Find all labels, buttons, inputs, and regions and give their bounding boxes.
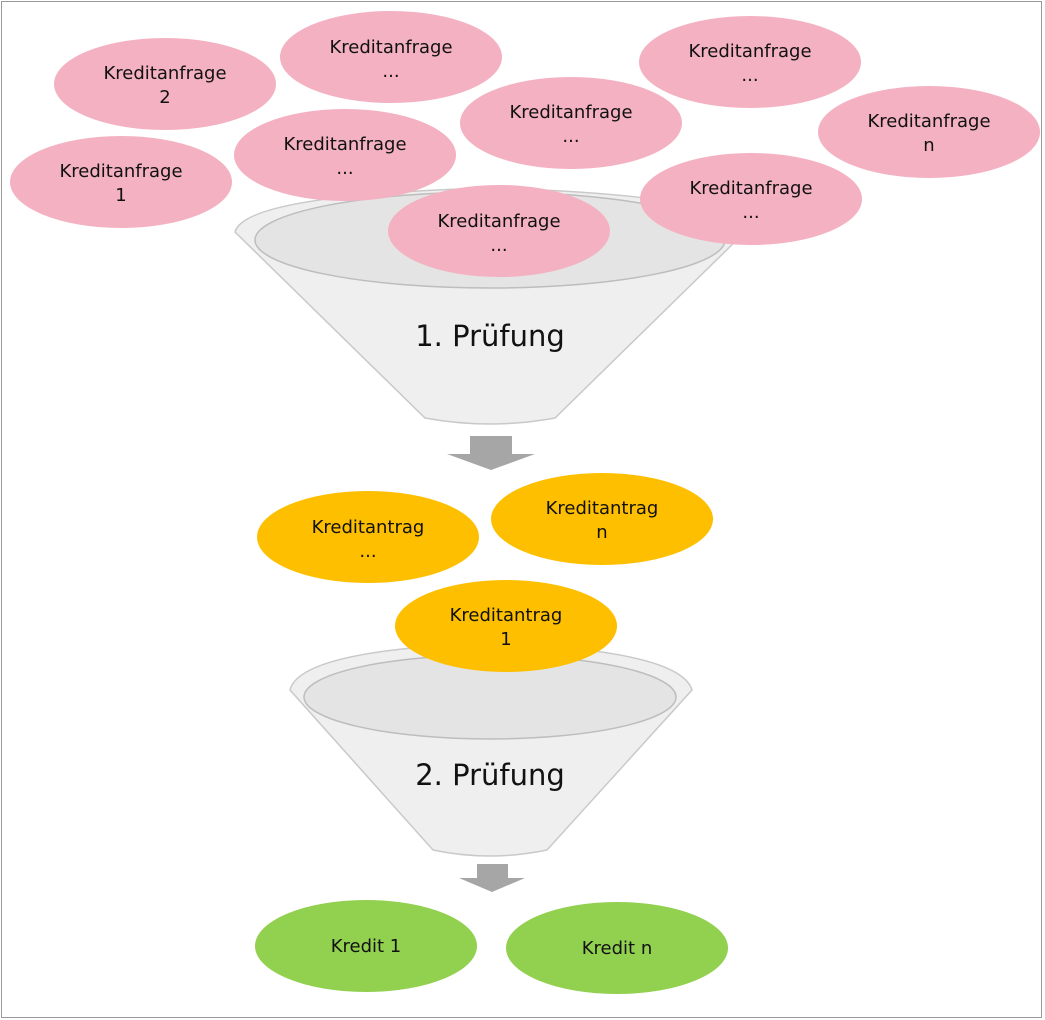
request-label: Kreditanfrage [103, 63, 226, 84]
request-index: ... [562, 126, 579, 147]
down-arrow-1 [447, 436, 535, 470]
application-index: 1 [500, 629, 511, 650]
application-label: Kreditantrag [546, 498, 659, 519]
application-label: Kreditantrag [312, 517, 425, 538]
stage-2-label: 2. Prüfung [415, 758, 565, 792]
request-index: ... [490, 235, 507, 256]
credit-node: Kredit n [506, 902, 728, 994]
credit-label: Kredit 1 [331, 936, 402, 957]
request-label: Kreditanfrage [437, 211, 560, 232]
request-index: ... [382, 61, 399, 82]
request-node: Kreditanfrage ... [388, 185, 610, 277]
request-index: n [923, 135, 934, 156]
application-index: ... [359, 541, 376, 562]
request-node: Kreditanfrage n [818, 86, 1040, 178]
request-node: Kreditanfrage 2 [54, 38, 276, 130]
down-arrow-2 [459, 864, 525, 892]
credit-requests: Kreditanfrage 2 Kreditanfrage 1 Kreditan… [10, 11, 1040, 277]
request-label: Kreditanfrage [329, 37, 452, 58]
application-node: Kreditantrag ... [257, 491, 479, 583]
request-index: ... [336, 158, 353, 179]
request-index: ... [742, 202, 759, 223]
request-label: Kreditanfrage [867, 111, 990, 132]
request-node: Kreditanfrage ... [639, 16, 861, 108]
request-index: 1 [115, 185, 126, 206]
request-node: Kreditanfrage ... [460, 77, 682, 169]
request-index: 2 [159, 87, 170, 108]
application-label: Kreditantrag [450, 605, 563, 626]
application-node: Kreditantrag 1 [395, 580, 617, 672]
application-index: n [596, 522, 607, 543]
request-node: Kreditanfrage ... [280, 11, 502, 103]
credit-node: Kredit 1 [255, 900, 477, 992]
request-label: Kreditanfrage [283, 134, 406, 155]
request-node: Kreditanfrage 1 [10, 136, 232, 228]
request-node: Kreditanfrage ... [234, 109, 456, 201]
credit-label: Kredit n [582, 938, 653, 959]
application-node: Kreditantrag n [491, 473, 713, 565]
funnel-2: 2. Prüfung [289, 642, 693, 857]
request-label: Kreditanfrage [689, 178, 812, 199]
request-label: Kreditanfrage [688, 41, 811, 62]
stage-1-label: 1. Prüfung [415, 319, 565, 353]
request-label: Kreditanfrage [509, 102, 632, 123]
request-label: Kreditanfrage [59, 161, 182, 182]
credit-applications: Kreditantrag ... Kreditantrag n Kreditan… [257, 473, 713, 672]
credits: Kredit 1 Kredit n [255, 900, 728, 994]
request-node: Kreditanfrage ... [640, 153, 862, 245]
request-index: ... [741, 65, 758, 86]
